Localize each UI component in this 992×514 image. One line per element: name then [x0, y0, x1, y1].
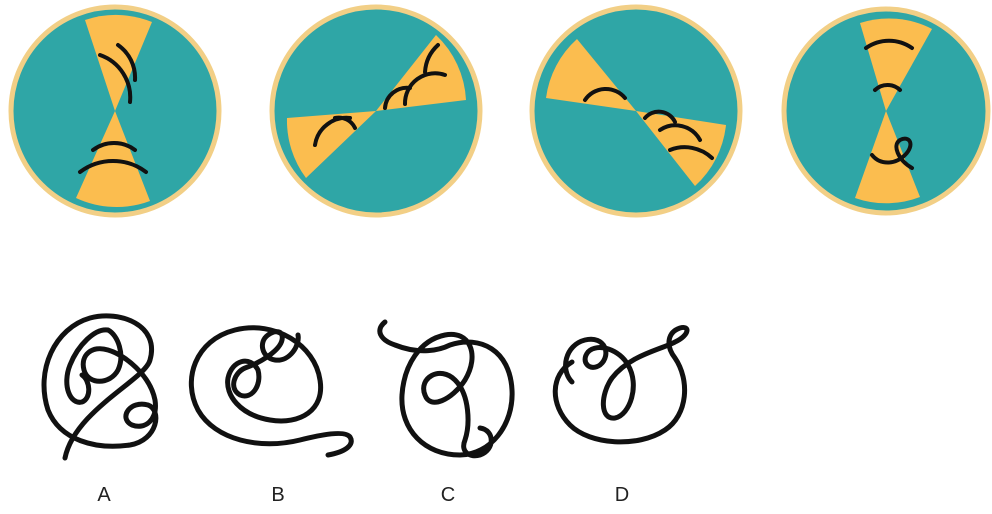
option-c-label[interactable]: C [428, 484, 468, 507]
sequence-disc-1 [11, 7, 219, 215]
sequence-disc-3 [532, 7, 740, 215]
option-a-line [44, 316, 156, 458]
option-a-label[interactable]: A [84, 484, 124, 507]
option-a-figure[interactable] [44, 316, 156, 458]
option-c-figure[interactable] [380, 322, 512, 456]
sequence-disc-4 [784, 9, 988, 213]
option-d-line [555, 327, 687, 441]
option-d-label[interactable]: D [602, 484, 642, 507]
option-b-figure[interactable] [191, 328, 351, 455]
option-b-line [191, 328, 351, 455]
option-d-figure[interactable] [555, 327, 687, 441]
option-b-label[interactable]: B [258, 484, 298, 507]
sequence-disc-2 [272, 7, 480, 215]
option-c-line [380, 322, 512, 456]
